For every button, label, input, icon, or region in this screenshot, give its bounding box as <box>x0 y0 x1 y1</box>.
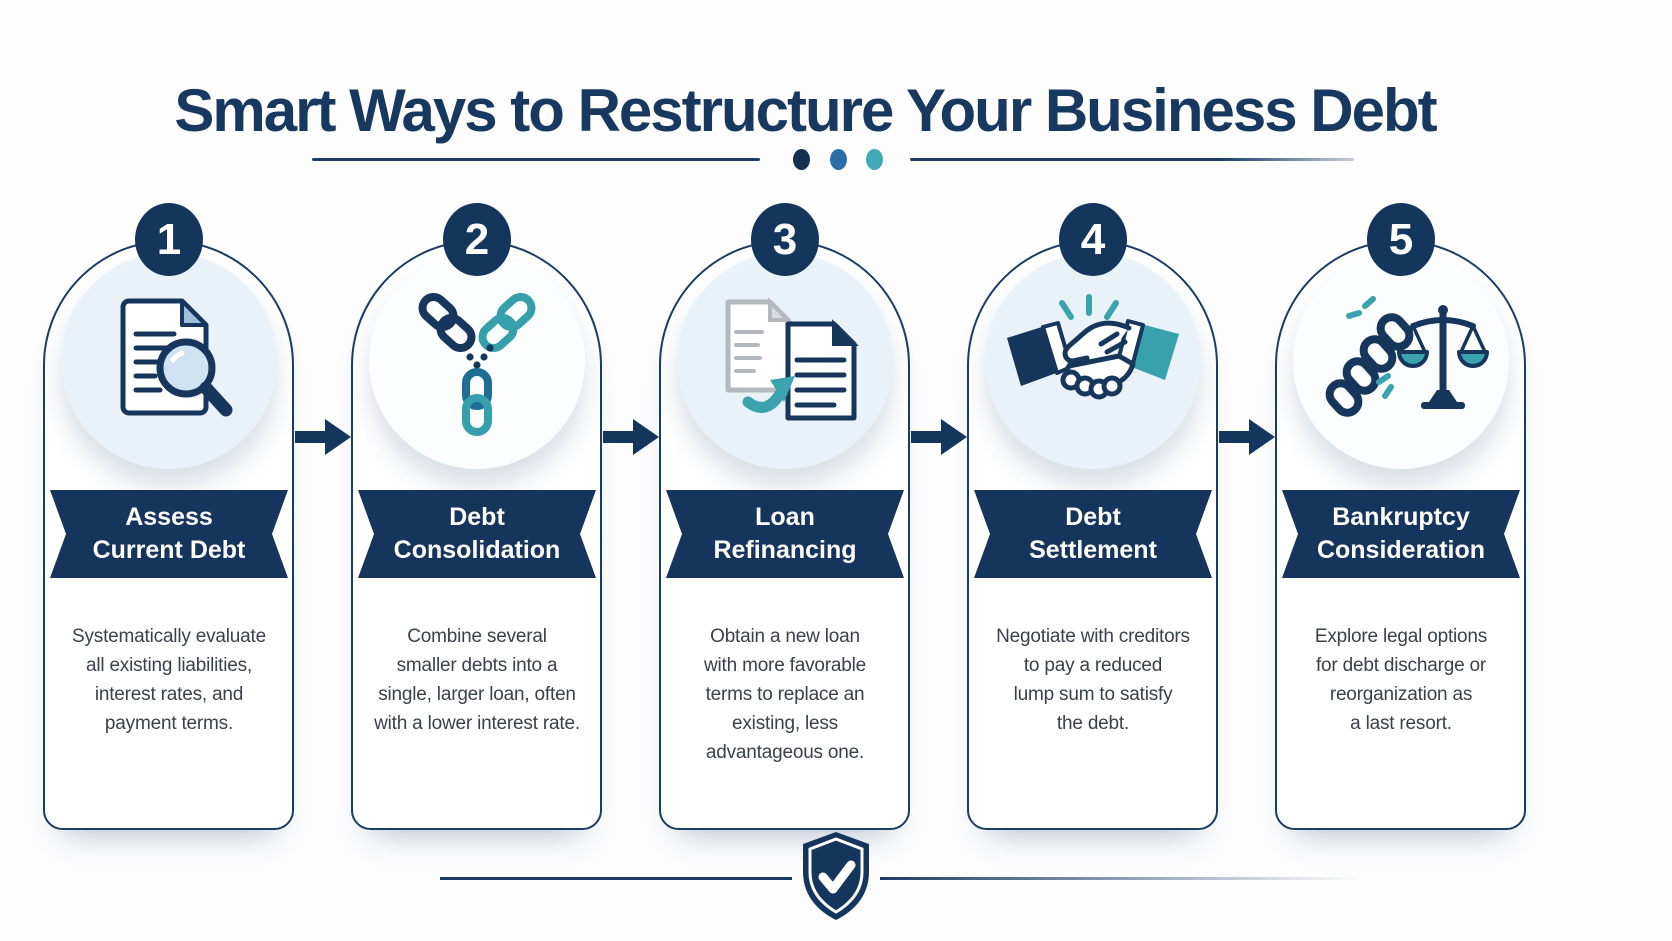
step-number-badge: 4 <box>1059 203 1127 276</box>
icon-circle <box>1293 253 1509 469</box>
step-description: Explore legal options for debt discharge… <box>1314 626 1488 734</box>
icon-circle <box>985 253 1201 469</box>
broken-chain-scales-icon <box>1325 296 1489 417</box>
document-refinance-icon <box>725 297 859 421</box>
step-number-badge: 2 <box>443 203 511 276</box>
step-title-ribbon: Bankruptcy Consideration <box>1282 490 1520 578</box>
step-number-badge: 1 <box>135 203 203 276</box>
step-title-ribbon: Assess Current Debt <box>50 490 288 578</box>
step-card-loan-refinancing: 3 <box>659 203 911 843</box>
step-title-ribbon: Loan Refinancing <box>666 490 904 578</box>
document-magnifier-icon <box>120 298 233 417</box>
divider-dot-teal <box>866 149 883 170</box>
header-divider-line-left <box>312 158 760 161</box>
step-number-badge: 5 <box>1367 203 1435 276</box>
step-title-ribbon: Debt Consolidation <box>358 490 596 578</box>
handshake-icon <box>1007 294 1179 400</box>
flow-arrow-right-icon <box>603 419 659 455</box>
divider-dot-blue <box>830 149 847 170</box>
flow-arrow-right-icon <box>295 419 351 455</box>
step-description: Obtain a new loan with more favorable te… <box>704 626 866 763</box>
flow-arrow-right-icon <box>911 419 967 455</box>
footer-divider-line-left <box>440 877 792 880</box>
icon-circle <box>61 253 277 469</box>
step-description: Negotiate with creditors to pay a reduce… <box>996 626 1190 734</box>
icon-circle <box>677 253 893 469</box>
step-number-badge: 3 <box>751 203 819 276</box>
flow-arrow-right-icon <box>1219 419 1275 455</box>
steps-row: 1 Assess Current Deb <box>43 203 1527 843</box>
page-title: Smart Ways to Restructure Your Business … <box>174 77 1437 145</box>
step-card-assess-current-debt: 1 Assess Current Deb <box>43 203 295 843</box>
shield-check-icon <box>799 829 873 923</box>
step-card-debt-settlement: 4 <box>967 203 1219 843</box>
chains-merge-icon <box>418 292 536 436</box>
icon-circle <box>369 253 585 469</box>
step-description: Systematically evaluate all existing lia… <box>72 626 266 734</box>
step-description: Combine several smaller debts into a sin… <box>374 626 580 734</box>
step-card-bankruptcy-consideration: 5 <box>1275 203 1527 843</box>
step-title-ribbon: Debt Settlement <box>974 490 1212 578</box>
header-divider-line-right <box>910 158 1354 161</box>
footer-divider-line-right <box>880 877 1360 880</box>
divider-dot-navy <box>793 149 810 170</box>
step-card-debt-consolidation: 2 <box>351 203 603 843</box>
